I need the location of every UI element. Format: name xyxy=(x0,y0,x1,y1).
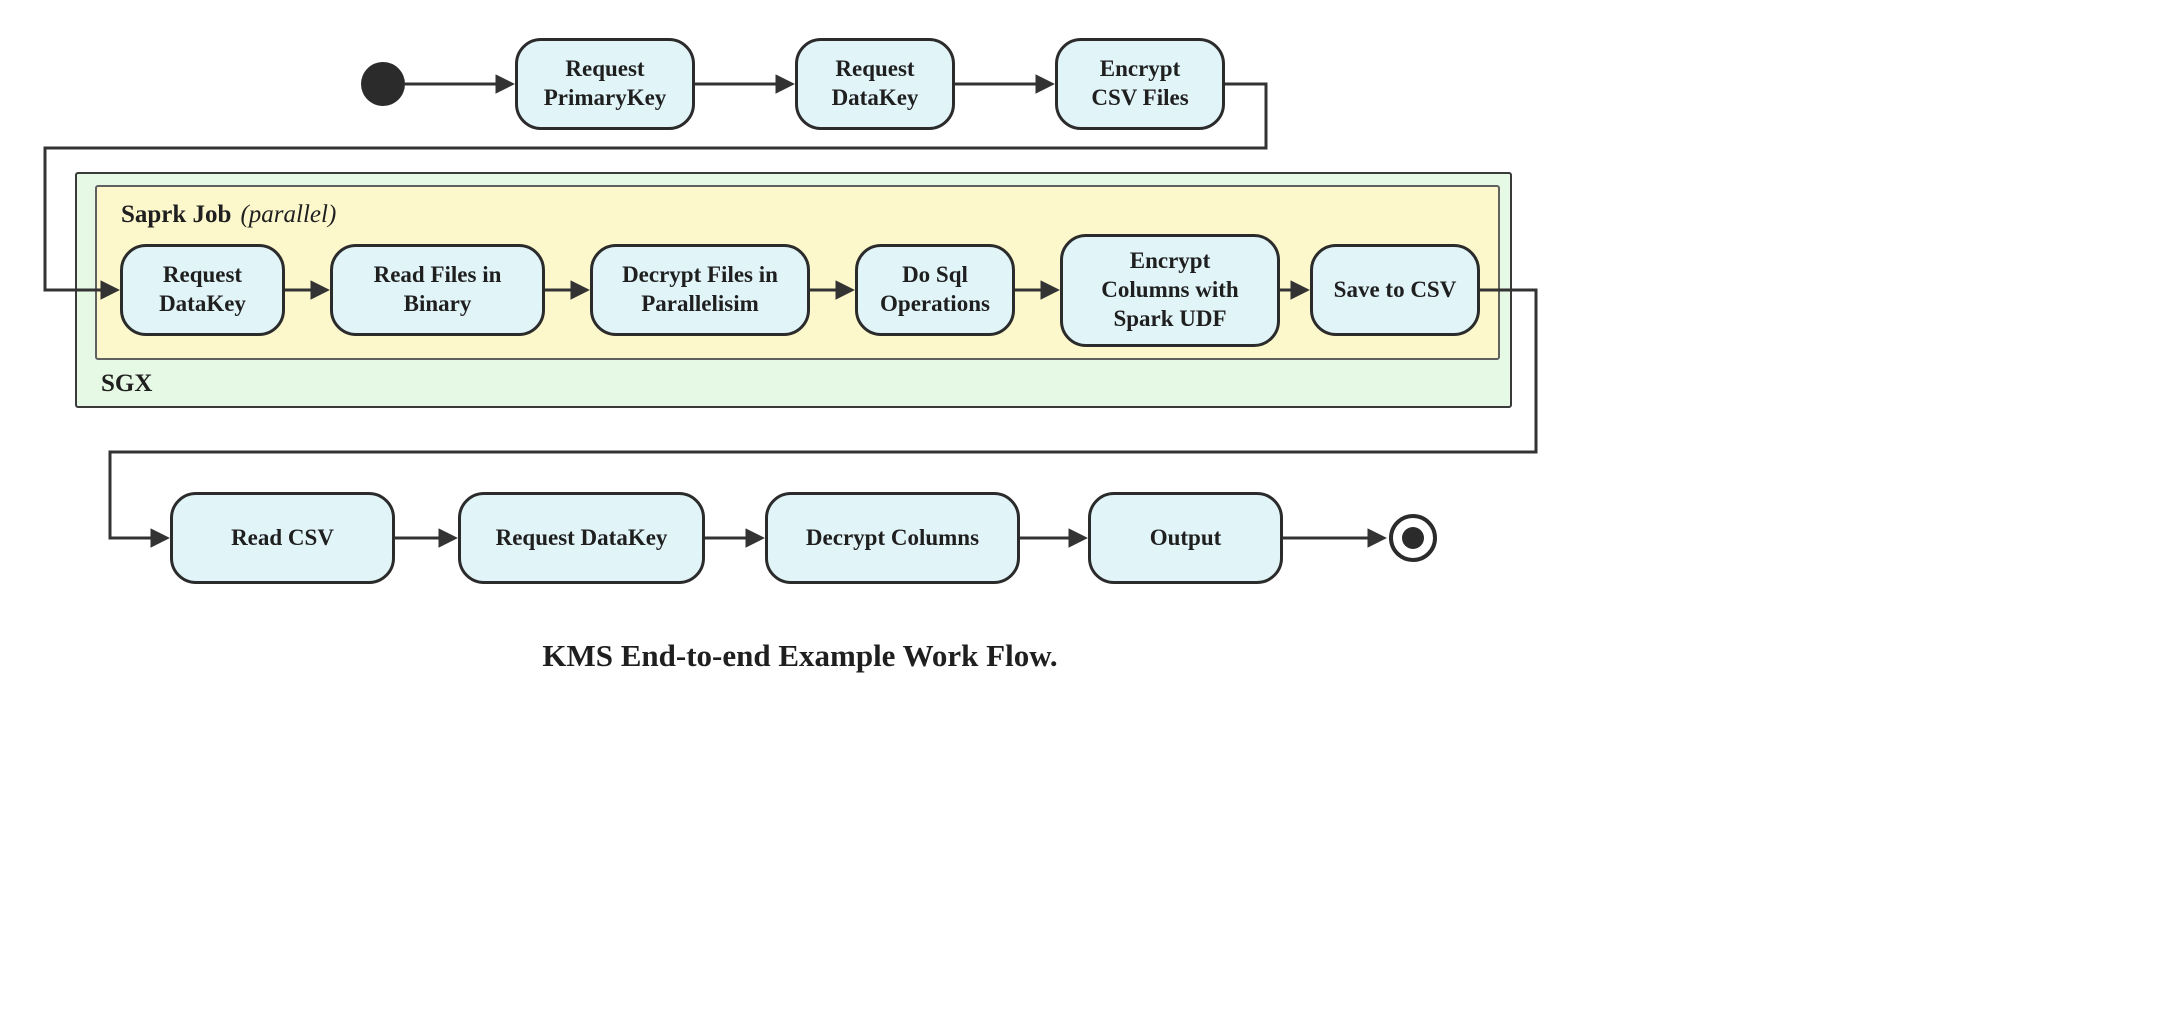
node-label: Output xyxy=(1149,524,1222,550)
node-label: Request PrimaryKey xyxy=(543,56,667,110)
node-label: Request DataKey xyxy=(159,262,246,316)
node-label: Save to CSV xyxy=(1333,276,1457,302)
node-read-csv: Read CSV xyxy=(170,492,395,584)
node-output: Output xyxy=(1088,492,1283,584)
node-label: Read Files in Binary xyxy=(373,262,502,316)
node-label: Encrypt CSV Files xyxy=(1091,56,1189,110)
node-label: Request DataKey xyxy=(831,56,919,110)
end-node-dot-icon xyxy=(1402,527,1424,549)
node-do-sql-operations: Do Sql Operations xyxy=(855,244,1015,336)
spark-job-title: Saprk Job xyxy=(121,201,232,228)
diagram-caption: KMS End-to-end Example Work Flow. xyxy=(542,638,1058,673)
node-decrypt-columns: Decrypt Columns xyxy=(765,492,1020,584)
spark-job-qualifier: (parallel) xyxy=(240,201,337,228)
node-read-files-in-binary: Read Files in Binary xyxy=(330,244,545,336)
start-node-icon xyxy=(361,62,405,106)
node-encrypt-csv-files: Encrypt CSV Files xyxy=(1055,38,1225,130)
node-label: Decrypt Columns xyxy=(805,524,980,550)
node-request-datakey-top: Request DataKey xyxy=(795,38,955,130)
node-decrypt-files-in-parallelisim: Decrypt Files in Parallelisim xyxy=(590,244,810,336)
sgx-label: SGX xyxy=(101,370,153,397)
node-request-primarykey: Request PrimaryKey xyxy=(515,38,695,130)
node-save-to-csv: Save to CSV xyxy=(1310,244,1480,336)
node-spark-request-datakey: Request DataKey xyxy=(120,244,285,336)
node-label: Do Sql Operations xyxy=(880,262,990,316)
node-label: Decrypt Files in Parallelisim xyxy=(622,262,778,316)
spark-job-label: Saprk Job (parallel) xyxy=(121,201,336,229)
node-label: Read CSV xyxy=(231,524,334,550)
node-request-datakey-bottom: Request DataKey xyxy=(458,492,705,584)
node-label: Encrypt Columns with Spark UDF xyxy=(1101,248,1239,331)
end-node-icon xyxy=(1389,514,1437,562)
node-encrypt-columns-with-spark-udf: Encrypt Columns with Spark UDF xyxy=(1060,234,1280,347)
node-label: Request DataKey xyxy=(495,524,668,550)
